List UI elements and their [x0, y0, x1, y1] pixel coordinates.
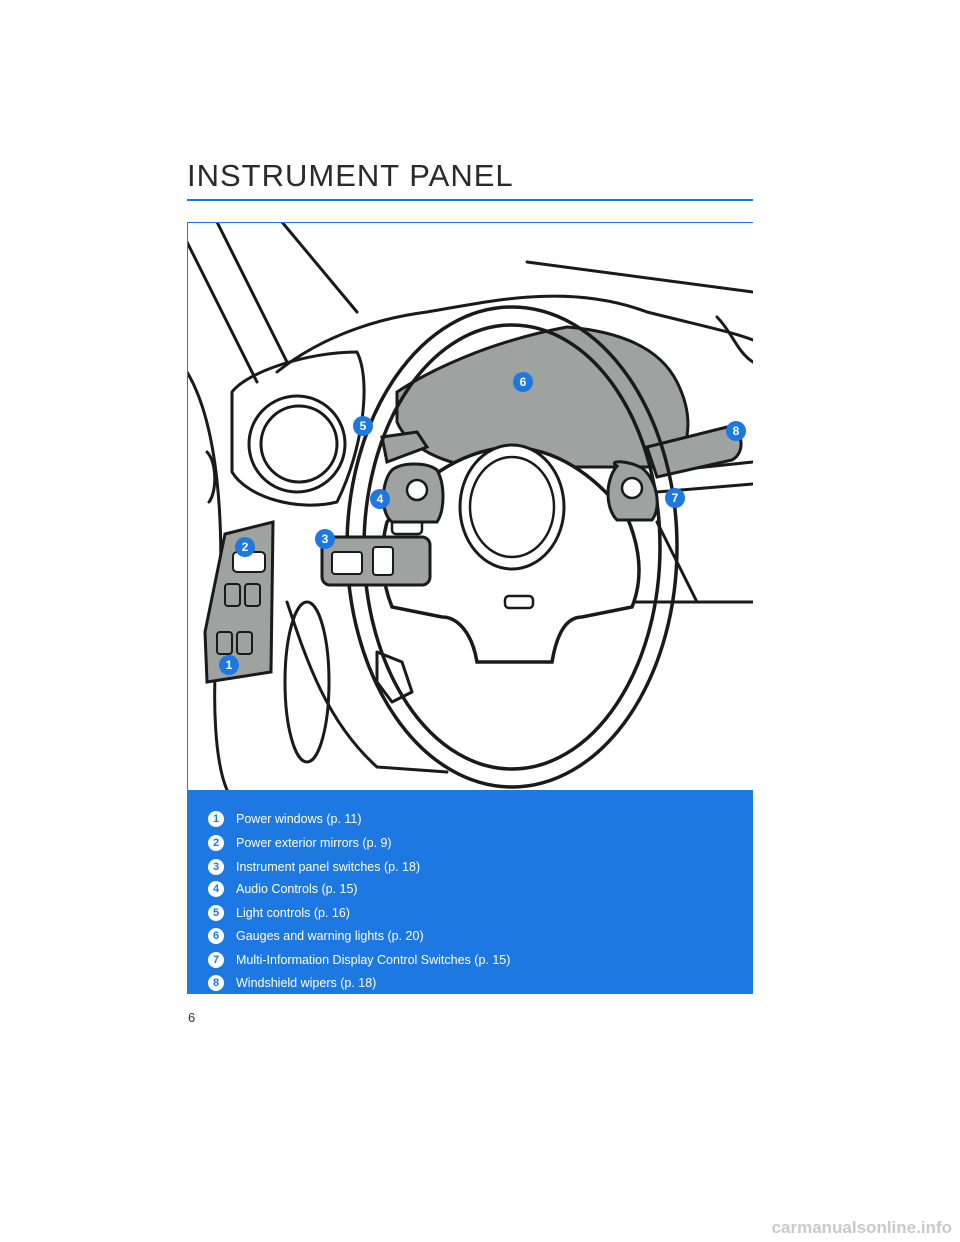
svg-text:6: 6: [520, 375, 527, 389]
legend-item: 3 Instrument panel switches (p. 18): [208, 857, 420, 877]
callout-2: 2: [235, 537, 255, 557]
instrument-panel-illustration: 1 2 3 4 5 6 7 8: [187, 222, 753, 790]
legend-item: 2 Power exterior mirrors (p. 9): [208, 833, 392, 853]
windshield-edge: [280, 222, 359, 314]
switch-left: [331, 551, 363, 575]
svg-text:3: 3: [322, 532, 329, 546]
legend-number: 3: [208, 859, 224, 875]
legend-text: Gauges and warning lights (p. 20): [236, 929, 424, 943]
title-rule: [187, 199, 753, 201]
legend-text: Windshield wipers (p. 18): [236, 976, 377, 990]
legend-number: 4: [208, 881, 224, 897]
legend-item: 5 Light controls (p. 16): [208, 903, 350, 923]
legend-text: Light controls (p. 16): [236, 906, 350, 920]
legend-number: 1: [208, 811, 224, 827]
legend-item: 1 Power windows (p. 11): [208, 809, 362, 829]
svg-text:5: 5: [360, 419, 367, 433]
callout-1: 1: [219, 655, 239, 675]
hub-key-bottom: [503, 594, 535, 610]
legend-text: Power windows (p. 11): [236, 812, 362, 826]
a-pillar-line: [187, 240, 259, 384]
legend-item: 7 Multi-Information Display Control Swit…: [208, 950, 510, 970]
dash-top: [275, 294, 753, 374]
audio-knob: [405, 478, 429, 502]
dashboard-drawing: 1 2 3 4 5 6 7 8: [187, 222, 753, 790]
legend-item: 4 Audio Controls (p. 15): [208, 879, 358, 899]
svg-text:7: 7: [672, 491, 679, 505]
legend-number: 5: [208, 905, 224, 921]
legend-number: 7: [208, 952, 224, 968]
legend-text: Audio Controls (p. 15): [236, 882, 358, 896]
light-stalk: [380, 430, 430, 465]
lower-dash: [285, 600, 449, 774]
svg-text:4: 4: [377, 492, 384, 506]
figure-top-border: [187, 222, 753, 223]
callout-5: 5: [353, 416, 373, 436]
door-handle: [205, 450, 217, 504]
vent-ring-inner: [259, 404, 339, 484]
legend-text: Multi-Information Display Control Switch…: [236, 953, 511, 967]
legend-number: 8: [208, 975, 224, 991]
mid-control-knob: [620, 476, 644, 500]
page-title: INSTRUMENT PANEL: [187, 158, 514, 193]
page-number: 6: [188, 1010, 196, 1025]
switch-right: [372, 546, 394, 576]
windshield-top: [525, 260, 753, 294]
vent-ring-outer: [247, 394, 347, 494]
legend-text: Power exterior mirrors (p. 9): [236, 836, 392, 850]
legend-number: 2: [208, 835, 224, 851]
callout-7: 7: [665, 488, 685, 508]
callout-6: 6: [513, 372, 533, 392]
svg-text:1: 1: [226, 658, 233, 672]
legend-number: 6: [208, 928, 224, 944]
legend-text: Instrument panel switches (p. 18): [236, 860, 421, 874]
a-pillar-line-2: [215, 222, 289, 364]
legend-item: 8 Windshield wipers (p. 18): [208, 973, 376, 993]
figure-left-border: [187, 222, 188, 790]
svg-text:2: 2: [242, 540, 249, 554]
airbag-inner: [468, 455, 556, 559]
callout-3: 3: [315, 529, 335, 549]
svg-text:8: 8: [733, 424, 740, 438]
watermark: carmanualsonline.info: [771, 1218, 952, 1237]
legend-panel: 1 Power windows (p. 11) 2 Power exterior…: [187, 790, 753, 994]
callout-8: 8: [726, 421, 746, 441]
knee-pad: [283, 600, 331, 764]
legend-item: 6 Gauges and warning lights (p. 20): [208, 926, 424, 946]
callout-4: 4: [370, 489, 390, 509]
